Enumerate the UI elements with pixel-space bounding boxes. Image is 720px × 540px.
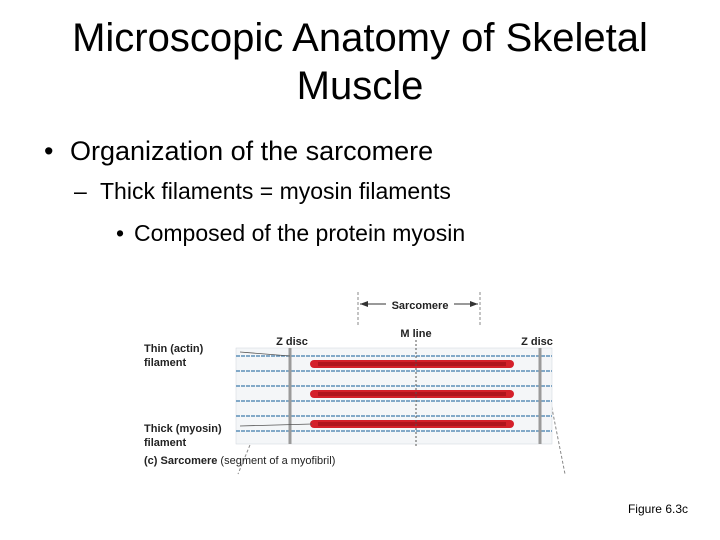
figure-caption: (c) Sarcomere (segment of a myofibril): [144, 455, 335, 467]
sarcomere-figure: Sarcomere M line Z disc Z disc: [140, 286, 570, 476]
thick-filament-label-line-1: Thick (myosin): [144, 423, 222, 435]
filament-lattice: [235, 340, 553, 446]
bullet-level-2: –Thick filaments = myosin filaments: [74, 176, 451, 206]
myosin-core: [318, 422, 506, 426]
myosin-core: [318, 392, 506, 396]
bullet-2-text: Thick filaments = myosin filaments: [100, 178, 451, 204]
thin-filament-label-line-1: Thin (actin): [144, 343, 204, 355]
arrowhead-right-icon: [470, 301, 478, 307]
myosin-core: [318, 362, 506, 366]
caption-rest: (segment of a myofibril): [217, 455, 335, 467]
caption-bold: (c) Sarcomere: [144, 455, 217, 467]
thick-filament-leader: [239, 423, 313, 427]
bullet-3-text: Composed of the protein myosin: [134, 220, 466, 246]
label-backdrop: [386, 296, 454, 312]
thick-filament-label-line-2: filament: [144, 437, 187, 449]
m-line-label: M line: [400, 328, 431, 340]
title-line-1: Microscopic Anatomy of Skeletal: [72, 16, 648, 60]
bullet-level-1: • Organization of the sarcomere: [44, 134, 433, 168]
bullet-dash-icon: –: [74, 178, 87, 204]
figure-reference: Figure 6.3c: [627, 502, 688, 516]
z-disc-right-label: Z disc: [521, 336, 553, 348]
z-disc-left-label: Z disc: [276, 336, 308, 348]
thin-filament-leader: [239, 351, 291, 357]
thin-filament-label-line-2: filament: [144, 357, 187, 369]
bullet-dot-icon: •: [116, 220, 125, 246]
bullet-level-3: • Composed of the protein myosin: [116, 218, 465, 248]
title-line-2: Muscle: [296, 64, 424, 108]
sarcomere-label: Sarcomere: [392, 300, 449, 312]
slide-title: Microscopic Anatomy of Skeletal Muscle: [0, 14, 720, 110]
arrowhead-left-icon: [360, 301, 368, 307]
sarcomere-diagram: Sarcomere M line Z disc Z disc: [144, 292, 566, 475]
bullet-dot-icon: •: [44, 136, 54, 166]
bullet-1-text: Organization of the sarcomere: [70, 136, 434, 166]
